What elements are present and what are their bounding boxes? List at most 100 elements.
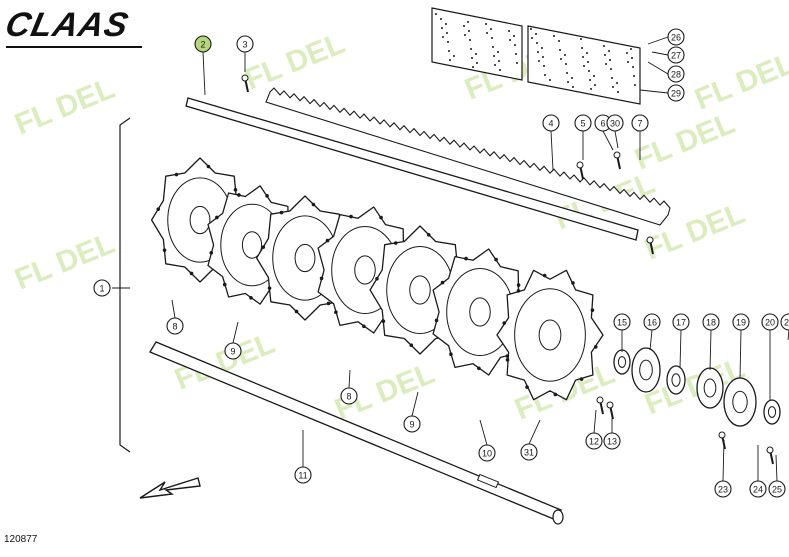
- pad-texture-dot: [493, 55, 495, 57]
- callout-circle: [542, 114, 560, 132]
- pad-texture-dot: [486, 32, 488, 34]
- callout-leader: [649, 329, 653, 351]
- bolt-hole: [261, 245, 266, 249]
- pad-texture-dot: [583, 65, 585, 67]
- bolt-hole: [542, 273, 547, 278]
- callout-23: 23: [714, 480, 732, 498]
- callout-label: 29: [671, 89, 681, 99]
- pad-texture-dot: [440, 18, 442, 20]
- callout-leader: [528, 419, 541, 445]
- callout-circle: [403, 415, 421, 433]
- sprocket-hub: [189, 205, 211, 235]
- bolt-hole: [334, 310, 338, 315]
- callout-leader: [550, 130, 554, 171]
- callout-leader: [479, 419, 488, 446]
- callout-leader: [602, 130, 614, 151]
- callout-circle: [643, 313, 661, 331]
- callout-leader: [171, 299, 176, 319]
- bolt-hole: [494, 257, 498, 262]
- bolt-hole: [525, 385, 529, 389]
- pad-texture-dot: [589, 79, 591, 81]
- callout-circle: [194, 35, 212, 53]
- callout-circle: [340, 387, 358, 405]
- callout-label: 6: [600, 119, 605, 129]
- callout-13: 13: [603, 432, 621, 450]
- callout-circle: [93, 279, 111, 297]
- pad-texture-dot: [472, 66, 474, 68]
- pad-texture-dot: [594, 84, 596, 86]
- bearing-bore: [671, 373, 681, 387]
- callout-7: 7: [631, 114, 649, 132]
- bolt-hole: [379, 215, 383, 220]
- pad-texture-dot: [453, 55, 455, 57]
- pad-texture-dot: [571, 77, 573, 79]
- callout-circle: [603, 432, 621, 450]
- callout-16: 16: [643, 313, 661, 331]
- callout-leader: [651, 51, 669, 56]
- pad-texture-dot: [587, 61, 589, 63]
- bolt-hole: [319, 276, 324, 281]
- callout-3: 3: [236, 35, 254, 53]
- callout-circle: [613, 313, 631, 331]
- callout-label: 18: [706, 318, 716, 328]
- bolt-hole: [209, 251, 214, 255]
- travel-direction-arrow: [139, 477, 201, 499]
- bolt-hole: [593, 345, 598, 349]
- pad-texture-dot: [543, 65, 545, 67]
- callout-circle: [672, 313, 690, 331]
- pad-texture-dot: [449, 59, 451, 61]
- bearing-bore: [703, 378, 717, 398]
- callout-label: 8: [172, 322, 177, 332]
- brand-underline: [6, 46, 142, 48]
- bolt-hole: [174, 172, 179, 177]
- bolt-hole: [590, 308, 595, 312]
- callout-label: 27: [671, 51, 681, 61]
- bolt-hole: [156, 207, 161, 211]
- callout-label: 10: [482, 449, 492, 459]
- bolt-head: [613, 151, 621, 159]
- pad-texture-dot: [475, 53, 477, 55]
- callout-circle: [478, 444, 496, 462]
- bolt-hole: [362, 324, 366, 329]
- callout-circle: [520, 443, 538, 461]
- pad-texture-dot: [564, 54, 566, 56]
- pad-texture-dot: [446, 32, 448, 34]
- sprocket-ring: [514, 288, 586, 382]
- pad-texture-dot: [499, 69, 501, 71]
- bolt-hole: [440, 280, 445, 285]
- pad-texture-dot: [469, 39, 471, 41]
- callout-leader: [647, 36, 669, 45]
- sprocket-hub: [294, 243, 316, 273]
- callout-circle: [606, 114, 624, 132]
- bolt-hole: [294, 309, 299, 314]
- callout-15: 15: [613, 313, 631, 331]
- callout-circle: [294, 466, 312, 484]
- callout-2: 2: [194, 35, 212, 53]
- bearing-bore: [617, 356, 627, 368]
- callout-label: 7: [637, 119, 642, 129]
- pad-texture-dot: [588, 70, 590, 72]
- bearing-part: [696, 367, 724, 409]
- callout-20: 20: [761, 313, 779, 331]
- pad-texture-dot: [508, 30, 510, 32]
- sprocket-disc: [496, 269, 604, 401]
- pad-texture-dot: [494, 64, 496, 66]
- bearing-part: [763, 399, 781, 425]
- callout-1: 1: [93, 279, 111, 297]
- callout-leader: [202, 51, 206, 96]
- bolt-hole: [311, 202, 316, 207]
- pad-texture-dot: [634, 84, 636, 86]
- callout-leader: [348, 369, 351, 389]
- callout-24: 24: [749, 480, 767, 498]
- callout-circle: [768, 480, 786, 498]
- bolt-hole: [215, 215, 219, 220]
- bolt-hole: [393, 241, 398, 245]
- pad-texture-dot: [558, 40, 560, 42]
- callout-leader: [647, 61, 669, 75]
- sprocket-hub: [538, 319, 562, 351]
- callout-label: 13: [607, 437, 617, 447]
- pad-texture-dot: [530, 28, 532, 30]
- callout-leader: [639, 89, 669, 94]
- pad-texture-dot: [516, 62, 518, 64]
